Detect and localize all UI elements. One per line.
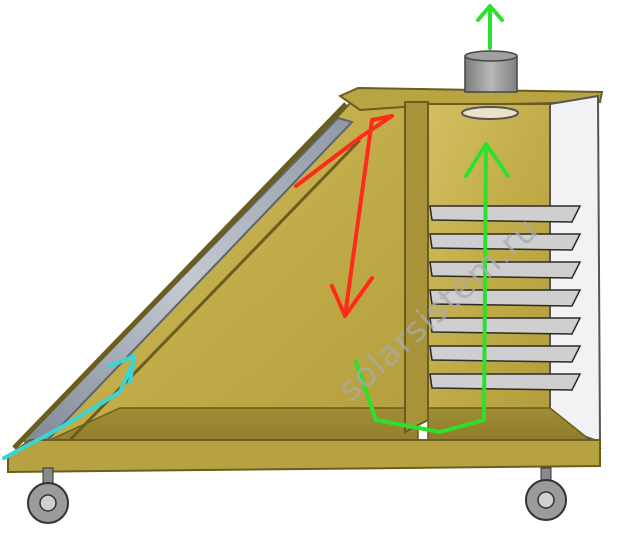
shelf [430, 374, 580, 390]
wheel-icon [28, 468, 68, 523]
base-board [8, 440, 600, 472]
chimney [465, 51, 517, 92]
divider-board [405, 102, 428, 432]
wheel-icon [526, 468, 566, 520]
shelf [430, 206, 580, 222]
vent-hole [462, 107, 518, 119]
shelf [430, 346, 580, 362]
wheels [28, 468, 566, 523]
